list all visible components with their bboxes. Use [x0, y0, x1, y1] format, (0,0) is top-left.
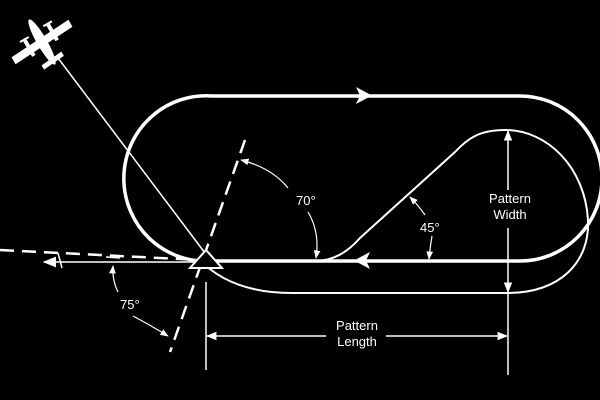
angle-75-label: 75°: [120, 297, 140, 312]
outbound-direction-arrow: [356, 87, 372, 104]
pattern-length-label-line1: Pattern: [336, 318, 378, 333]
teardrop-entry-track: [197, 128, 590, 294]
standard-pattern-track: [122, 94, 600, 263]
angle-70-arc: [240, 158, 289, 189]
pattern-width-label-line1: Pattern: [489, 191, 531, 206]
aircraft-course-line: [57, 57, 206, 254]
inbound-direction-arrow: [354, 252, 370, 269]
tick-mark: [105, 256, 121, 259]
pattern-length-label-line2: Length: [337, 334, 377, 349]
angle-70-arc-lower: [307, 211, 321, 259]
airplane-icon: [11, 19, 73, 70]
angle-75-arc-upper: [109, 265, 119, 293]
angle-70-label: 70°: [296, 193, 316, 208]
angle-45-arc-lower: [426, 235, 434, 260]
tick-mark: [57, 252, 63, 269]
holding-fix-triangle-icon: [187, 248, 225, 269]
angle-75-arc-lower: [132, 315, 169, 337]
sector-boundary-horizontal-line: [0, 248, 201, 262]
angle-45-label: 45°: [420, 220, 440, 235]
angle-45-arc-upper: [409, 196, 426, 216]
sector-boundary-70-line: [168, 139, 247, 353]
pattern-width-label-line2: Width: [493, 207, 526, 222]
